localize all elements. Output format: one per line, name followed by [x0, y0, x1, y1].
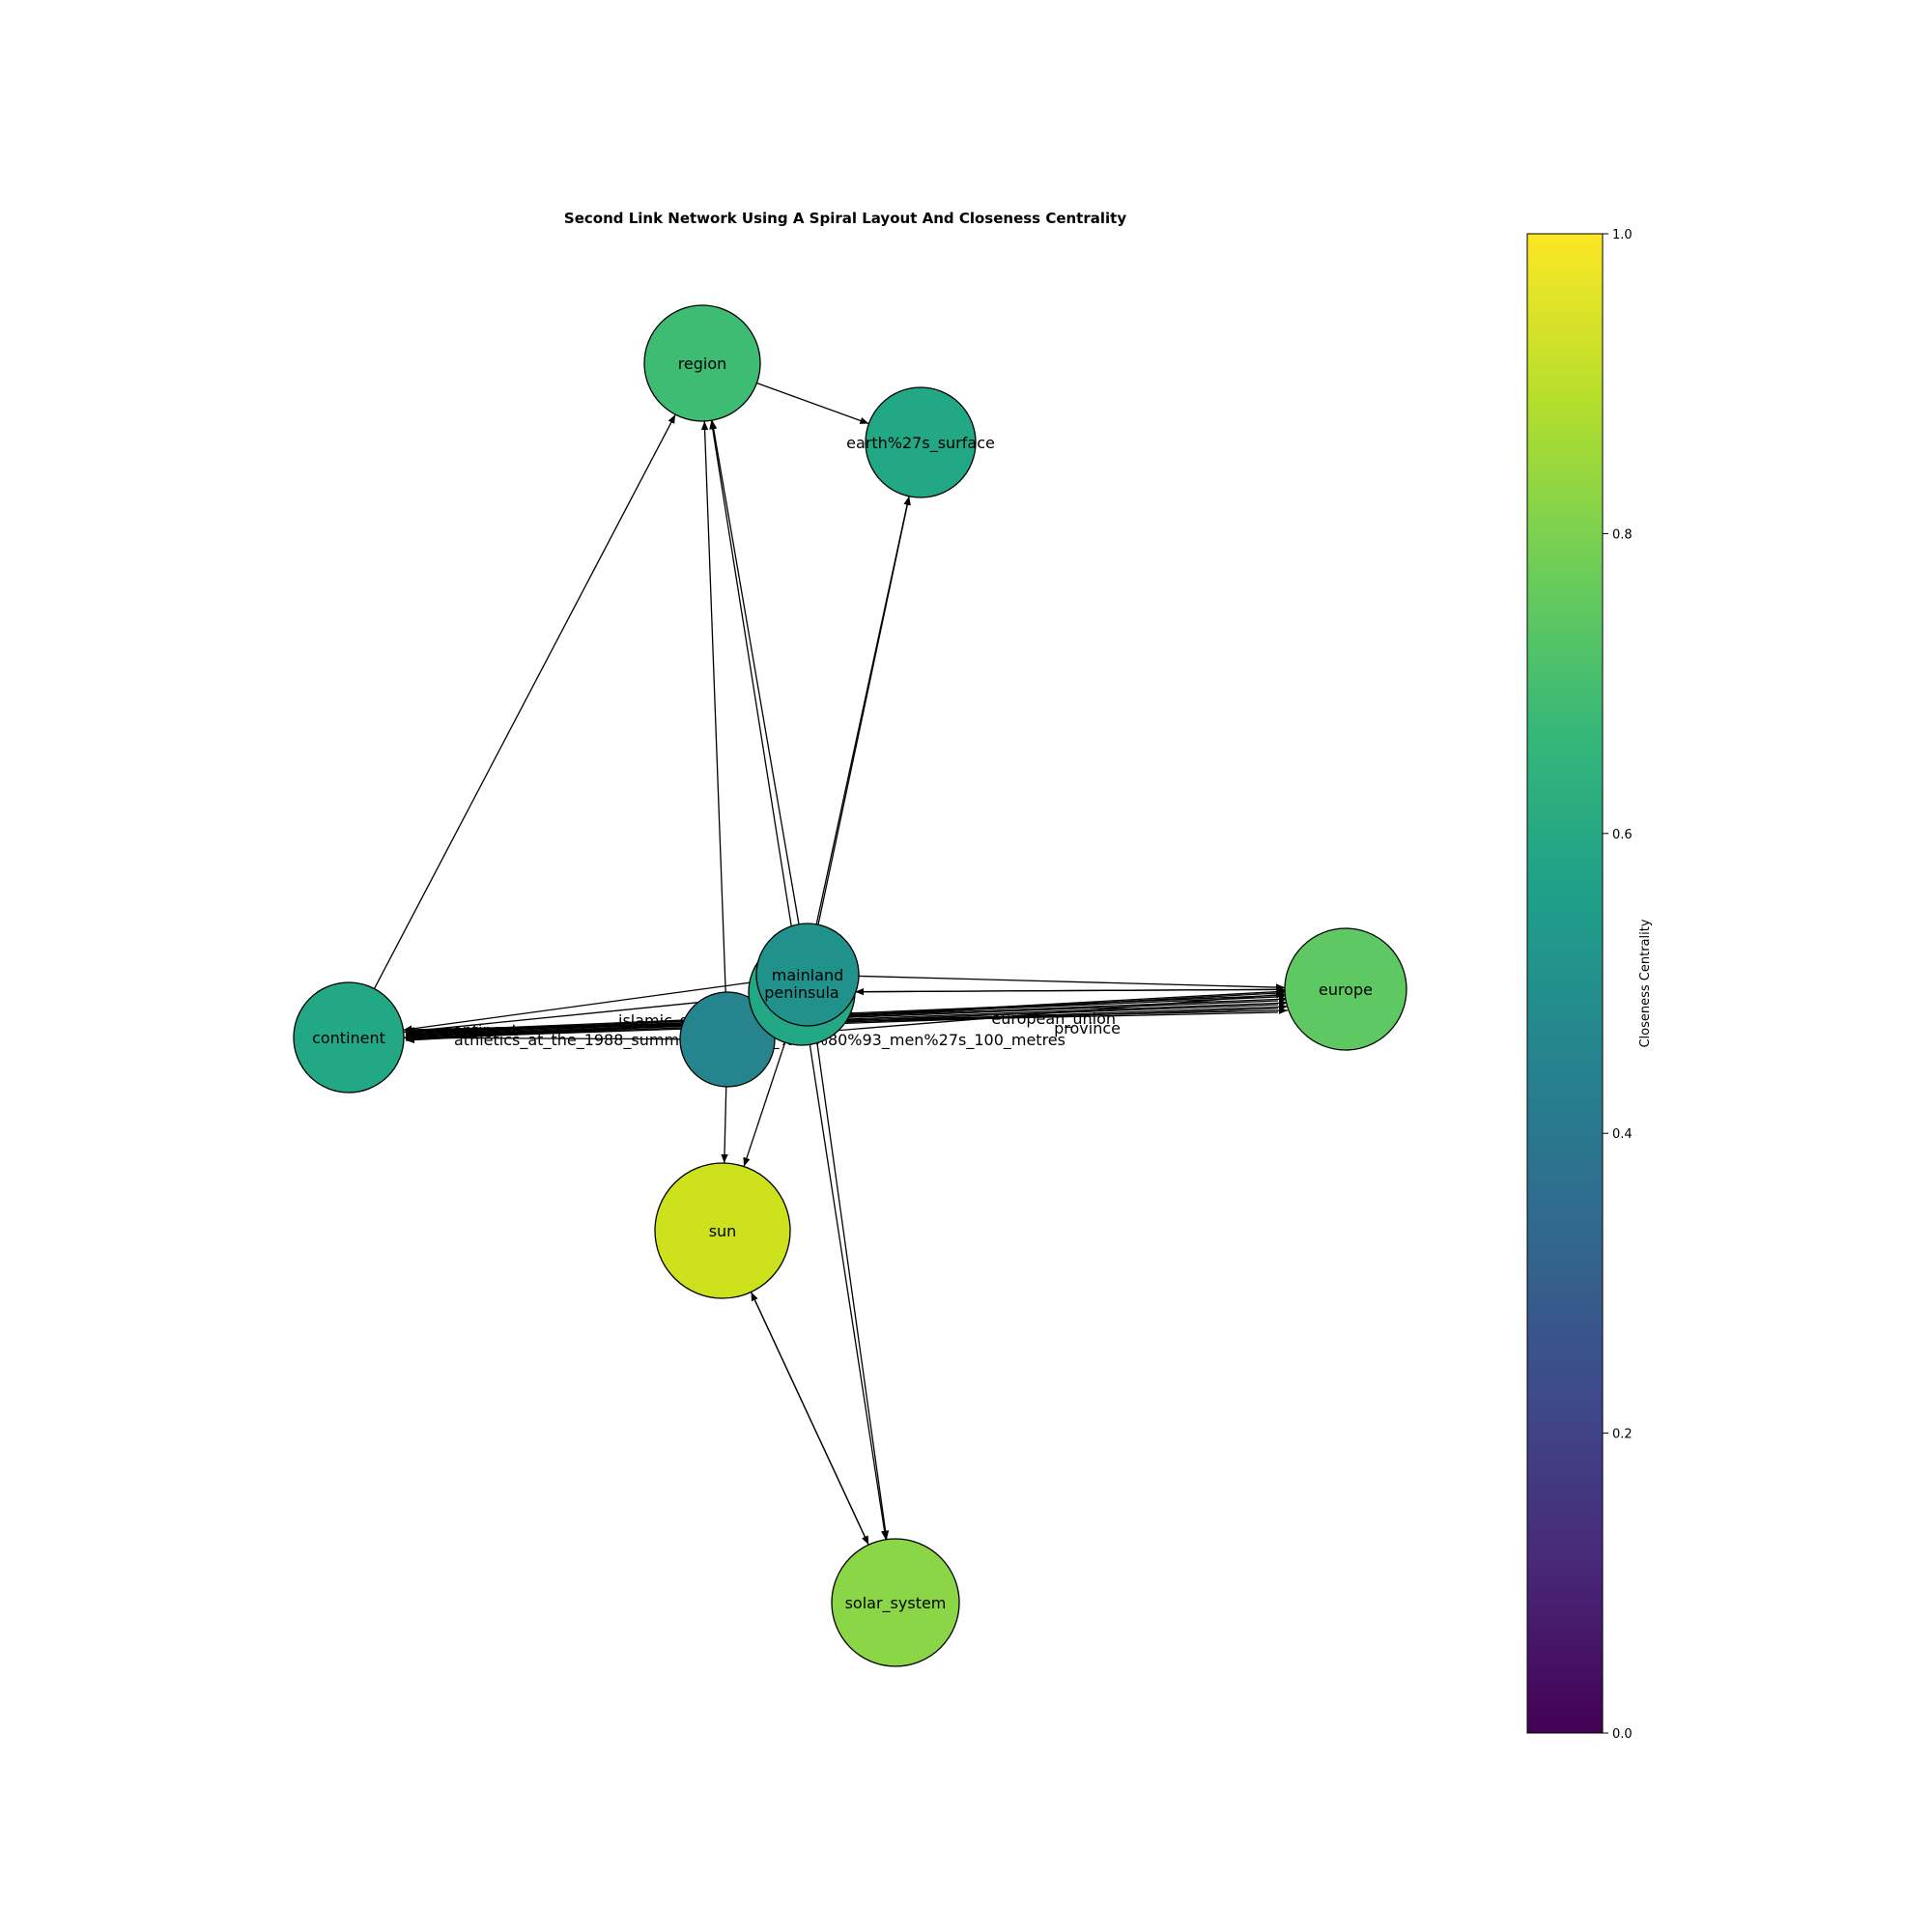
edge-mainland-to-region	[710, 420, 800, 924]
colorbar-gradient	[1526, 233, 1604, 1734]
node-sun	[654, 1162, 791, 1299]
chart-title: Second Link Network Using A Spiral Layou…	[564, 210, 1126, 227]
edge-peninsula-to-europe	[854, 985, 1286, 994]
edge-peninsula-to-solar	[809, 1044, 889, 1540]
colorbar: 0.0 0.2 0.4 0.6 0.8 1.0 Closeness Centrality	[1526, 228, 1653, 1742]
edge-region-to-earth	[756, 382, 869, 425]
node-continent	[293, 981, 405, 1094]
edge-mainland-to-solar	[813, 1025, 890, 1540]
edge-peninsula-to-sun	[743, 1041, 786, 1167]
node-label-region: region	[678, 355, 727, 373]
edge-hub-to-sun	[721, 1086, 728, 1164]
edge-mainland-to-continent	[403, 980, 757, 1033]
edge-label: province	[1054, 1019, 1121, 1037]
node-label-continent: continent	[312, 1029, 385, 1047]
edge-label: continent	[444, 1021, 518, 1039]
colorbar-label: Closeness Centrality	[1638, 919, 1653, 1047]
edge-peninsula-to-region	[709, 420, 795, 940]
colorbar-tick-label: 0.8	[1612, 527, 1633, 542]
node-label-sun: sun	[709, 1222, 737, 1240]
node-hub	[679, 991, 776, 1088]
edge-mainland-to-europe	[858, 975, 1286, 991]
edge-peninsula-to-continent	[403, 996, 750, 1036]
node-mainland	[755, 923, 860, 1027]
node-solar	[831, 1538, 960, 1667]
colorbar-tick-label: 1.0	[1612, 228, 1633, 242]
node-label-earth: earth%27s_surface	[846, 434, 995, 453]
colorbar-tick-label: 0.6	[1612, 828, 1633, 842]
nodes-layer: region earth%27s_surface continent europe su…	[293, 304, 1407, 1667]
edge-solar-to-sun	[750, 1292, 869, 1546]
node-label-europe: europe	[1319, 980, 1373, 999]
node-label-mainland: mainland	[772, 966, 844, 984]
node-earth	[865, 386, 977, 498]
edge-peninsula-to-earth	[811, 496, 911, 941]
node-label-peninsula: peninsula	[764, 983, 838, 1002]
edge-hub-to-region	[700, 420, 726, 993]
colorbar-tick-label: 0.2	[1612, 1428, 1633, 1442]
node-europe	[1284, 927, 1407, 1051]
node-region	[643, 304, 761, 422]
node-label-solar: solar_system	[845, 1594, 947, 1613]
edge-hub-to-europe	[774, 991, 1286, 1037]
edge-label: european_union	[991, 1009, 1116, 1029]
colorbar-ticks: 0.0 0.2 0.4 0.6 0.8 1.0	[1603, 228, 1633, 1742]
colorbar-tick-label: 0.0	[1612, 1727, 1633, 1742]
colorbar-tick-label: 0.4	[1612, 1127, 1633, 1142]
edge-continent-to-region	[373, 413, 676, 989]
